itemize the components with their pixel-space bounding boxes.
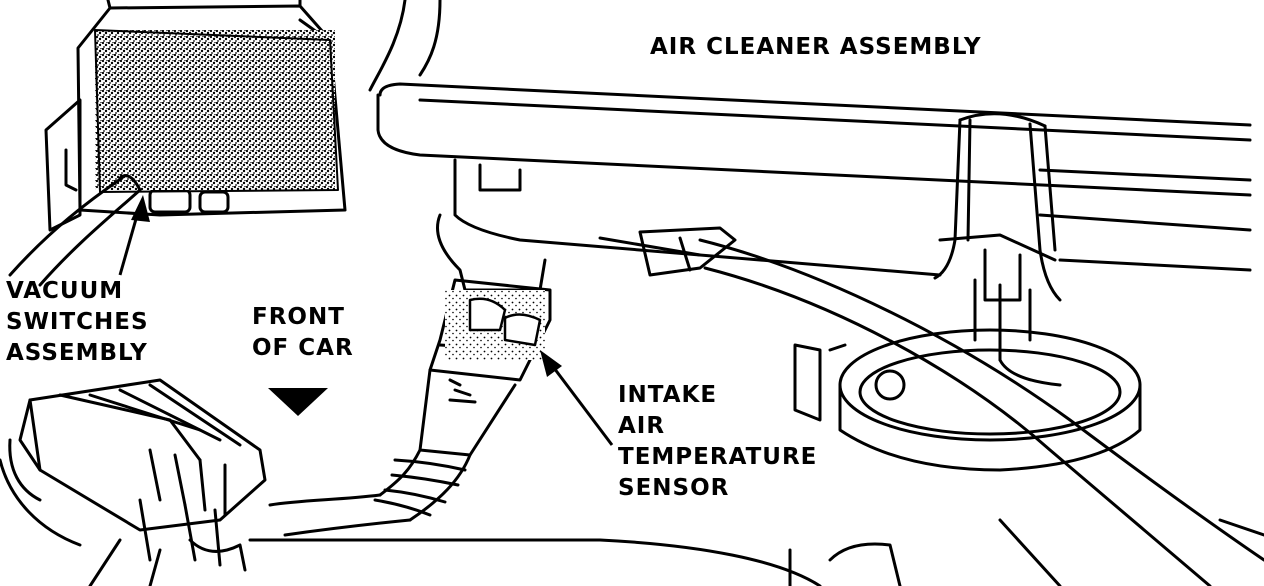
vacuum-switches-assembly-label: VACUUM SWITCHES ASSEMBLY (6, 278, 149, 366)
vacuum-hoses (8, 174, 142, 287)
vacuum-switches-leader (118, 195, 150, 276)
iat-sensor-leader (540, 350, 614, 446)
throttle-body (793, 328, 1142, 472)
sensor-wiring-harness (268, 448, 472, 537)
vacuum-switches-texture (95, 30, 335, 190)
air-cleaner-housing (368, 0, 1252, 277)
air-cleaner-clamp (933, 112, 1062, 362)
front-of-car-arrow-icon (268, 388, 328, 416)
air-cleaner-assembly-label: AIR CLEANER ASSEMBLY (650, 34, 982, 60)
electrical-connector (0, 378, 267, 586)
front-of-car-label: FRONT OF CAR (252, 304, 354, 361)
intake-air-temperature-sensor-label: INTAKE AIR TEMPERATURE SENSOR (618, 382, 818, 501)
engine-lower-lines (248, 518, 1264, 586)
